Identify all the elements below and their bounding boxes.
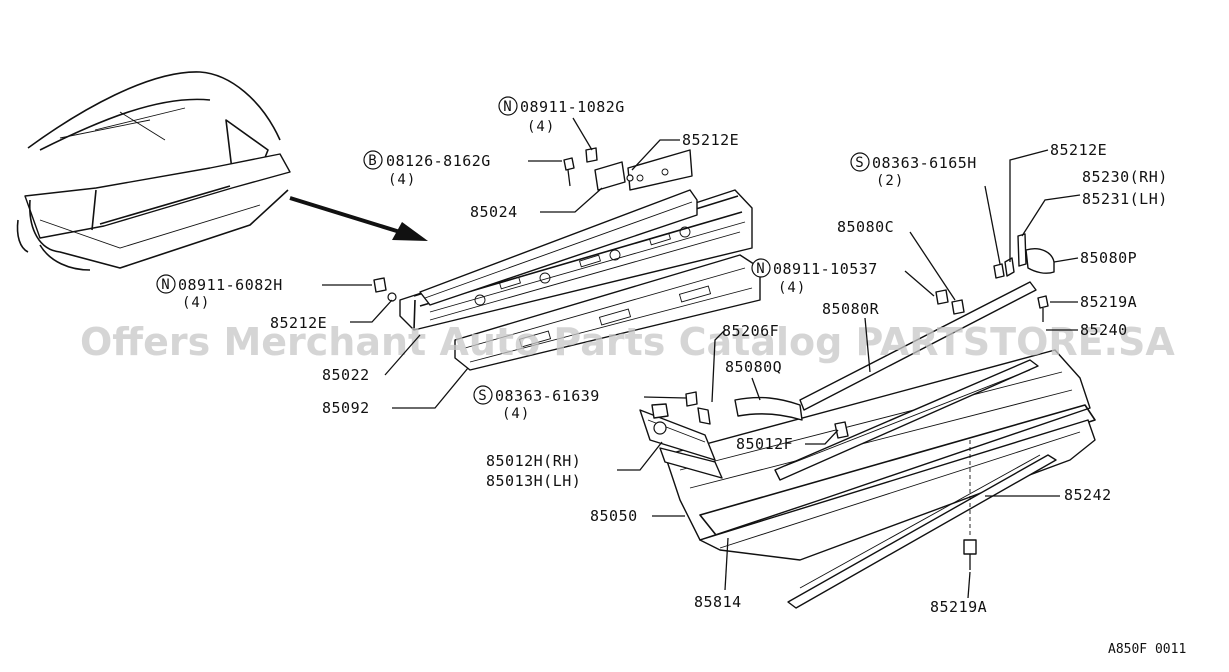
- svg-text:N: N: [161, 277, 170, 293]
- label-s-08363-6165h: S 08363-6165H (2): [850, 152, 977, 189]
- label-85013h: 85013H(LH): [486, 472, 581, 490]
- label-85230: 85230(RH): [1082, 168, 1168, 186]
- svg-text:(4): (4): [527, 119, 555, 135]
- label-85212e-left: 85212E: [270, 314, 327, 332]
- label-85024: 85024: [470, 203, 518, 221]
- label-85206f: 85206F: [722, 322, 779, 340]
- label-85012f: 85012F: [736, 435, 793, 453]
- label-b-08126-8162g: B 08126-8162G (4): [363, 150, 491, 188]
- car-rear-illustration: [16, 71, 291, 271]
- side-brackets-85012h: [639, 403, 723, 479]
- label-85814: 85814: [694, 593, 742, 611]
- svg-text:(4): (4): [778, 280, 806, 296]
- svg-text:(4): (4): [182, 295, 210, 311]
- watermark: Offers Merchant Auto Parts Catalog PARTS…: [80, 320, 1175, 364]
- svg-text:08911-10537: 08911-10537: [773, 260, 878, 278]
- label-85080q: 85080Q: [725, 358, 782, 376]
- label-85022: 85022: [322, 366, 370, 384]
- bumper-stay-85024: [419, 149, 698, 306]
- label-85219a-bottom: 85219A: [930, 598, 987, 616]
- bumper-fascia-85050: [664, 349, 1096, 541]
- bumper-molding-85242: [787, 454, 1057, 609]
- label-85080c: 85080C: [837, 218, 894, 236]
- bumper-face-strip: [774, 359, 1039, 481]
- svg-text:N: N: [503, 99, 512, 115]
- label-85092: 85092: [322, 399, 370, 417]
- svg-text:N: N: [756, 261, 765, 277]
- label-85231: 85231(LH): [1082, 190, 1168, 208]
- side-moldings: [734, 233, 1055, 421]
- bumper-lower-85814: [699, 419, 1096, 561]
- svg-text:08363-61639: 08363-61639: [495, 387, 600, 405]
- fasteners-left: [373, 147, 634, 302]
- svg-text:08126-8162G: 08126-8162G: [386, 152, 491, 170]
- fasteners-right: [685, 263, 1049, 570]
- bumper-absorber-85092: [454, 254, 761, 371]
- svg-text:S: S: [478, 388, 487, 404]
- diagram-reference: A850F 0011: [1108, 642, 1186, 657]
- label-n-08911-10537: N 08911-10537 (4): [751, 258, 878, 296]
- label-85080r: 85080R: [822, 300, 880, 318]
- label-85242: 85242: [1064, 486, 1112, 504]
- svg-text:08911-1082G: 08911-1082G: [520, 98, 625, 116]
- label-s-08363-61639: S 08363-61639 (4): [473, 385, 600, 422]
- label-85219a-top: 85219A: [1080, 293, 1137, 311]
- label-n-08911-1082g: N 08911-1082G (4): [498, 96, 625, 135]
- svg-text:(2): (2): [876, 173, 904, 189]
- svg-text:B: B: [368, 153, 377, 169]
- label-85080p: 85080P: [1080, 249, 1137, 267]
- leader-lines: [322, 117, 1081, 599]
- label-85212e-top: 85212E: [682, 131, 739, 149]
- label-85012h: 85012H(RH): [486, 452, 581, 470]
- svg-text:S: S: [855, 155, 864, 171]
- label-85212e-right: 85212E: [1050, 141, 1107, 159]
- svg-text:(4): (4): [502, 406, 530, 422]
- svg-text:08363-6165H: 08363-6165H: [872, 154, 977, 172]
- direction-arrow: [289, 196, 428, 241]
- svg-text:(4): (4): [388, 172, 416, 188]
- label-85050: 85050: [590, 507, 638, 525]
- label-85240: 85240: [1080, 321, 1128, 339]
- svg-text:08911-6082H: 08911-6082H: [178, 276, 283, 294]
- label-n-08911-6082h: N 08911-6082H (4): [156, 274, 283, 311]
